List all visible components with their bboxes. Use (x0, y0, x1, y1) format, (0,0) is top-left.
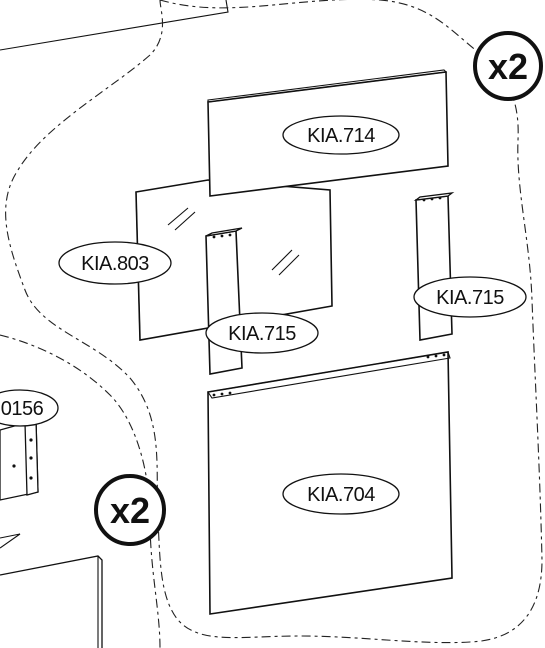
post-right (413, 192, 455, 341)
group-boundary-left (0, 334, 161, 648)
label-text: KIA.704 (307, 484, 375, 506)
label-text: KIA.715 (436, 287, 504, 309)
partial-rail (0, 419, 39, 501)
label-text: KIA.803 (81, 253, 149, 275)
quantity-badge-top: x2 (473, 31, 543, 101)
label-text: 0156 (1, 398, 44, 420)
label-kia-714: KIA.714 (282, 115, 400, 155)
label-kia-715-left: KIA.715 (205, 312, 319, 354)
quantity-text: x2 (110, 490, 150, 531)
quantity-text: x2 (488, 46, 528, 87)
partial-shelf-edge (0, 533, 21, 549)
label-partial-0156: 0156 (0, 389, 59, 427)
post-left (205, 227, 243, 375)
label-kia-803: KIA.803 (58, 241, 172, 285)
label-text: KIA.715 (228, 323, 296, 345)
quantity-badge-bottom: x2 (94, 474, 166, 546)
label-text: KIA.714 (307, 125, 375, 147)
partial-bottom-panel (0, 555, 103, 648)
partial-cabinet-top (0, 0, 229, 51)
label-kia-715-right: KIA.715 (413, 276, 527, 318)
label-kia-704: KIA.704 (282, 473, 400, 515)
